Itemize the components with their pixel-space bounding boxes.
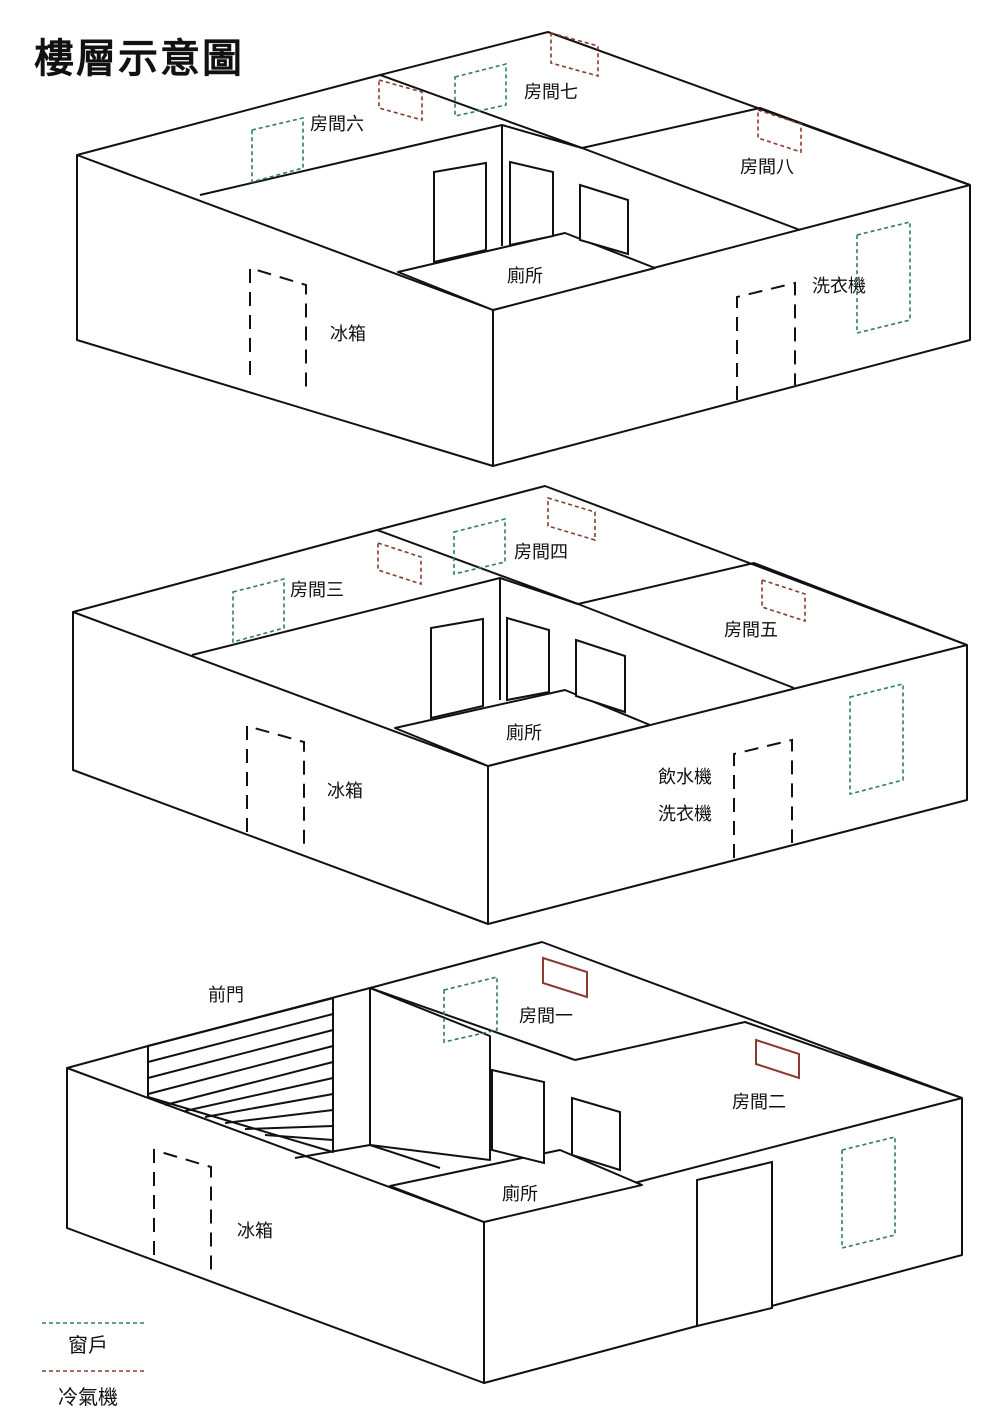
mid-room4-label: 房間四	[514, 542, 568, 563]
ground-partition-mid	[574, 1021, 963, 1099]
mid-fridge-label: 冰箱	[327, 781, 363, 802]
mid-room3-label: 房間三	[290, 580, 344, 601]
top-window-room7	[454, 62, 507, 117]
floor-top: 房間六 房間七 房間八 廁所 冰箱 洗衣機	[76, 31, 971, 467]
ground-room1-label: 房間一	[519, 1006, 573, 1027]
top-washer-label: 洗衣機	[812, 276, 866, 297]
top-front-outer-wall	[492, 184, 971, 467]
ground-window-side	[841, 1135, 896, 1250]
ground-door-1	[491, 1068, 545, 1165]
mid-aircon-room3	[377, 541, 422, 586]
ground-window-room1	[443, 975, 498, 1044]
top-door-1	[433, 161, 487, 264]
legend: 窗戶 冷氣機	[42, 1322, 146, 1409]
mid-toilet-label: 廁所	[506, 722, 542, 744]
top-aircon-room7	[550, 31, 599, 78]
mid-partition-right	[577, 562, 968, 646]
mid-partition-left	[191, 577, 795, 689]
ground-fridge-label: 冰箱	[237, 1221, 273, 1242]
floor-middle: 房間三 房間四 房間五 廁所 冰箱 飲水機 洗衣機	[72, 485, 968, 925]
ground-front-door-label: 前門	[208, 985, 244, 1006]
top-door-2	[509, 160, 554, 247]
mid-room5-label: 房間五	[724, 620, 778, 641]
mid-front-outer-wall	[487, 644, 968, 925]
top-fridge-label: 冰箱	[330, 324, 366, 345]
top-toilet-label: 廁所	[507, 265, 543, 287]
top-room6-label: 房間六	[310, 114, 364, 135]
mid-partition-back	[376, 529, 579, 605]
front-door-shutter	[147, 997, 334, 1141]
top-partition-back	[379, 74, 583, 149]
mid-door-1	[430, 617, 484, 720]
floor-ground: 前門 房間一 房間二 廁所 冰箱	[66, 941, 963, 1384]
mid-rim	[72, 485, 968, 646]
top-washer-outline	[736, 281, 796, 400]
mid-door-2	[506, 616, 550, 702]
mid-fridge-outline	[246, 724, 305, 850]
ground-aircon-room1	[542, 956, 588, 999]
top-door-3	[579, 183, 629, 256]
top-left-outer-wall	[76, 154, 494, 467]
mid-aircon-room4	[547, 496, 596, 542]
top-window-side	[856, 220, 911, 335]
mid-window-room4	[453, 517, 506, 576]
mid-dispenser-outline	[733, 738, 793, 858]
legend-aircon-label: 冷氣機	[58, 1385, 118, 1409]
page-title: 樓層示意圖	[34, 36, 244, 82]
top-aircon-room6	[378, 78, 423, 122]
ground-core-wall	[369, 987, 491, 1161]
ground-floor-edge	[294, 1144, 441, 1169]
ground-toilet-label: 廁所	[502, 1183, 538, 1205]
ground-door-2	[571, 1096, 621, 1172]
ground-room2-label: 房間二	[732, 1092, 786, 1113]
mid-dispenser-label: 飲水機	[658, 767, 712, 788]
top-room8-label: 房間八	[740, 157, 794, 178]
mid-window-room3	[232, 577, 285, 644]
mid-window-side	[849, 682, 904, 796]
top-partition-left	[199, 124, 801, 231]
top-rim	[76, 31, 971, 186]
top-partition-right	[581, 107, 971, 186]
mid-left-outer-wall	[72, 611, 489, 925]
ground-fridge-outline	[153, 1148, 212, 1273]
ground-toilet-floor	[389, 1149, 643, 1223]
ground-front-entry-door	[696, 1160, 773, 1328]
mid-door-3	[575, 638, 626, 714]
top-aircon-room8	[757, 108, 802, 154]
legend-window-label: 窗戶	[68, 1333, 108, 1357]
top-room7-label: 房間七	[524, 82, 578, 103]
ground-partition-back	[369, 987, 576, 1061]
top-fridge-outline	[249, 266, 307, 392]
ground-aircon-room2	[755, 1038, 800, 1080]
mid-aircon-room5	[761, 578, 806, 623]
mid-toilet-floor	[394, 689, 651, 767]
mid-washer-label: 洗衣機	[658, 804, 712, 825]
